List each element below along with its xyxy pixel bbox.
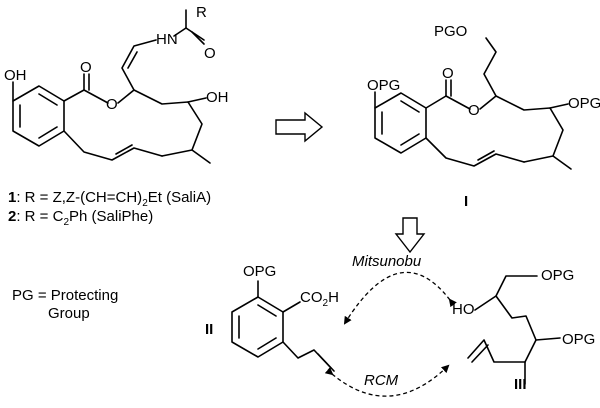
retro-arrow-right: [275, 111, 324, 143]
mitsunobu-arrow: [343, 271, 457, 325]
retro-arrow-down: [394, 217, 426, 254]
rcm-arrow: [324, 364, 450, 397]
phenol-oh-label: OH: [4, 67, 27, 84]
pg-legend-line1: PG = Protecting: [12, 287, 118, 304]
co2h-label: CO2H: [300, 289, 339, 309]
amide-o-label: O: [204, 45, 216, 62]
opg-label-II: OPG: [243, 263, 276, 280]
ester-o-label-I: O: [468, 102, 480, 119]
rcm-label: RCM: [364, 372, 399, 389]
label-III: III: [514, 376, 527, 393]
label-II: II: [205, 321, 213, 338]
carbonyl-o-label-I: O: [442, 65, 454, 82]
opg-bottom-label-III: OPG: [562, 331, 595, 348]
intermediate-I-structure: PGO OPG O O OPG: [367, 23, 600, 170]
legend-compound-2: 2: R = C2Ph (SaliPhe): [8, 208, 153, 228]
label-I: I: [464, 193, 468, 210]
legend-compound-1: 1: R = Z,Z-(CH=CH)2Et (SaliA): [8, 189, 211, 209]
phenol-opg-label: OPG: [367, 77, 400, 94]
ring-oh-label: OH: [206, 89, 229, 106]
fragment-II-structure: OPG CO2H: [231, 263, 339, 372]
pg-legend-line2: Group: [48, 305, 90, 322]
mitsunobu-label: Mitsunobu: [352, 253, 422, 270]
ring-opg-label: OPG: [568, 95, 600, 112]
r-label: R: [196, 4, 207, 21]
hn-label: HN: [156, 31, 178, 48]
fragment-III-structure: OPG HO OPG: [452, 267, 595, 385]
ho-label: HO: [452, 301, 475, 318]
ester-o-label: O: [106, 96, 118, 113]
compound-1-structure: R HN O OH O O OH: [4, 4, 229, 164]
opg-top-label-III: OPG: [541, 267, 574, 284]
carbonyl-o-label: O: [80, 59, 92, 76]
pgo-top-label: PGO: [434, 23, 467, 40]
